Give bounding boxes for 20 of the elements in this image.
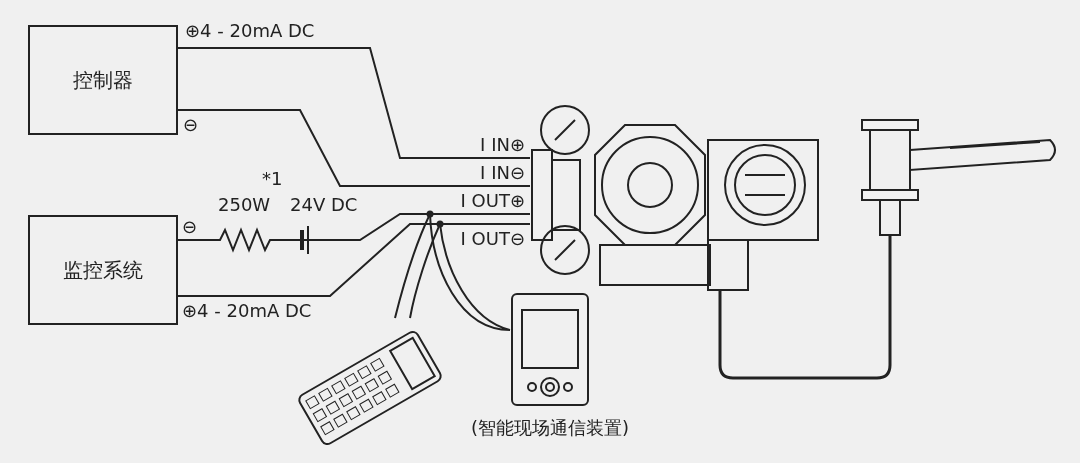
terminal-label: I OUT⊖: [460, 228, 525, 250]
terminal-label: I OUT⊕: [460, 190, 525, 212]
box-label: 控制器: [73, 66, 133, 94]
polarity-label: ⊖: [182, 216, 198, 238]
test-lead: [429, 213, 531, 331]
terminal-label: I IN⊕: [480, 134, 525, 156]
wire: [177, 109, 531, 187]
signal-label: ⊕4 - 20mA DC: [185, 20, 315, 42]
system-box: [28, 215, 178, 325]
footnote-mark: *1: [262, 168, 283, 190]
system-box: [28, 25, 178, 135]
device-caption: (智能现场通信装置): [471, 417, 629, 439]
terminal-label: I IN⊖: [480, 162, 525, 184]
supply-voltage: 24V DC: [290, 194, 358, 216]
wire: [177, 47, 531, 159]
tube: [718, 235, 892, 380]
polarity-label: ⊖: [183, 114, 199, 136]
resistor-value: 250W: [218, 194, 271, 216]
box-label: 监控系统: [63, 256, 143, 284]
signal-label: ⊕4 - 20mA DC: [182, 300, 312, 322]
